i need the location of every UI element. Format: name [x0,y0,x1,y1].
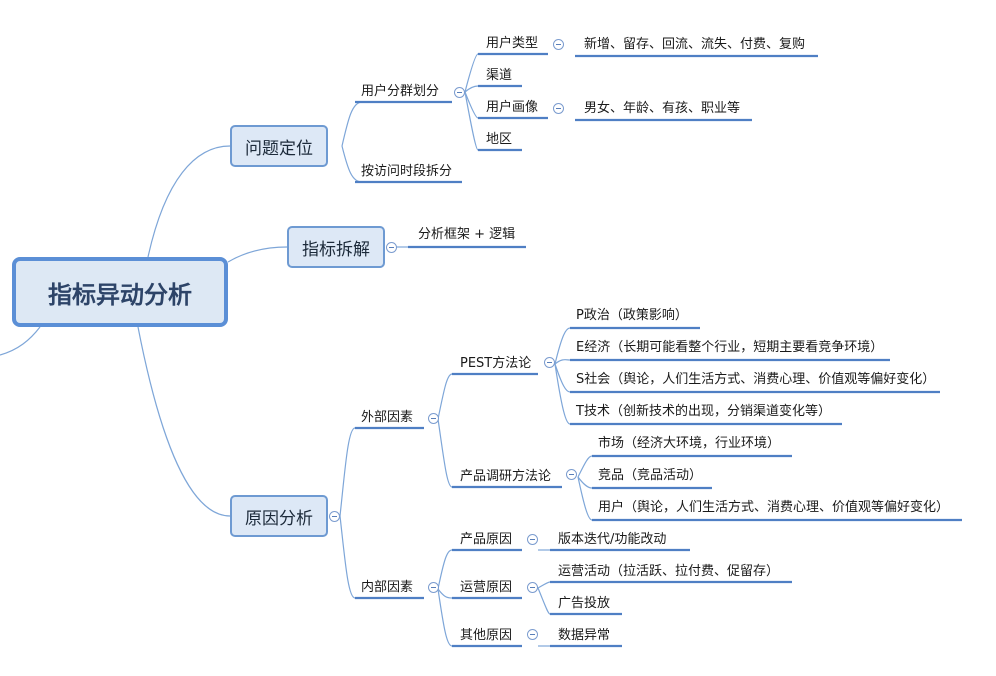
connector-ext-pest [437,373,453,420]
connector-problem-user-segment [341,101,363,147]
collapse-toggle-user-type[interactable] [553,39,564,50]
collapse-toggle-product[interactable] [527,534,538,545]
connector-root-offscreen [0,326,41,356]
topic-channel[interactable]: 渠道 [486,68,513,83]
collapse-toggle-user-profile[interactable] [553,103,564,114]
topic-ad-placement[interactable]: 广告投放 [558,596,611,611]
connector-root-cause [137,326,231,517]
collapse-toggle-cause[interactable] [329,511,340,522]
topic-user-profile-detail[interactable]: 男女、年龄、有孩、职业等 [584,101,741,116]
connector-pest-p [554,327,571,365]
topic-pest-technology[interactable]: T技术（创新技术的出现，分销渠道变化等） [576,404,831,419]
connector-root-breakdown [227,246,288,263]
connector-research-competitor [577,476,593,489]
connector-seg-region [464,91,479,151]
topic-metric-breakdown[interactable]: 指标拆解 [287,226,385,268]
connector-ext-research [437,418,453,488]
connector-int-other [437,588,453,647]
collapse-toggle-other[interactable] [527,629,538,640]
connector-research-market [577,455,593,478]
topic-pest-social[interactable]: S社会（舆论，人们生活方式、消费心理、价值观等偏好变化） [576,372,936,387]
topic-operation-reason[interactable]: 运营原因 [460,580,513,595]
connector-pest-e [554,359,571,365]
connector-pest-t [554,363,571,425]
topic-research-competitor[interactable]: 竞品（竞品活动） [598,468,703,483]
topic-framework-logic[interactable]: 分析框架 + 逻辑 [418,227,516,242]
topic-pest-method[interactable]: PEST方法论 [460,356,532,371]
topic-version-iteration[interactable]: 版本迭代/功能改动 [558,532,667,547]
topic-cause-analysis[interactable]: 原因分析 [230,495,328,537]
topic-user-type-detail[interactable]: 新增、留存、回流、流失、付费、复购 [584,37,806,52]
collapse-toggle-internal[interactable] [428,582,439,593]
topic-time-split[interactable]: 按访问时段拆分 [361,164,453,179]
collapse-toggle-breakdown[interactable] [386,242,397,253]
connector-research-user [577,476,593,521]
topic-data-anomaly[interactable]: 数据异常 [558,628,611,643]
topic-pest-political[interactable]: P政治（政策影响） [576,308,688,323]
connector-operation-ads [537,587,551,615]
topic-external-factors[interactable]: 外部因素 [361,410,414,425]
connector-cause-external [339,427,356,517]
connector-root-problem [147,145,231,258]
connector-seg-type [464,53,479,93]
topic-other-reason[interactable]: 其他原因 [460,628,513,643]
collapse-toggle-external[interactable] [428,413,439,424]
collapse-toggle-research[interactable] [566,469,577,480]
connector-seg-profile [464,91,479,119]
collapse-toggle-user-segment[interactable] [454,87,465,98]
connector-int-product [437,549,453,590]
topic-user-profile[interactable]: 用户画像 [486,100,539,115]
root-topic[interactable]: 指标异动分析 [12,257,228,327]
connector-pest-s [554,363,571,393]
topic-product-research-method[interactable]: 产品调研方法论 [460,469,552,484]
connector-cause-internal [339,515,356,599]
topic-research-market[interactable]: 市场（经济大环境，行业环境） [598,436,781,451]
collapse-toggle-pest[interactable] [544,357,555,368]
topic-user-segmentation[interactable]: 用户分群划分 [361,84,440,99]
topic-region[interactable]: 地区 [486,132,513,147]
topic-operation-activity[interactable]: 运营活动（拉活跃、拉付费、促留存） [558,564,780,579]
topic-research-user[interactable]: 用户（舆论，人们生活方式、消费心理、价值观等偏好变化） [598,500,950,515]
connector-int-operation [437,588,453,599]
topic-problem-locating[interactable]: 问题定位 [230,125,328,167]
topic-product-reason[interactable]: 产品原因 [460,532,513,547]
connector-operation-activity [537,581,551,589]
connector-problem-time-split [341,145,363,183]
topic-user-type[interactable]: 用户类型 [486,36,539,51]
topic-pest-economic[interactable]: E经济（长期可能看整个行业，短期主要看竞争环境） [576,340,884,355]
connector-seg-channel [464,85,479,93]
collapse-toggle-operation[interactable] [527,582,538,593]
topic-internal-factors[interactable]: 内部因素 [361,580,414,595]
